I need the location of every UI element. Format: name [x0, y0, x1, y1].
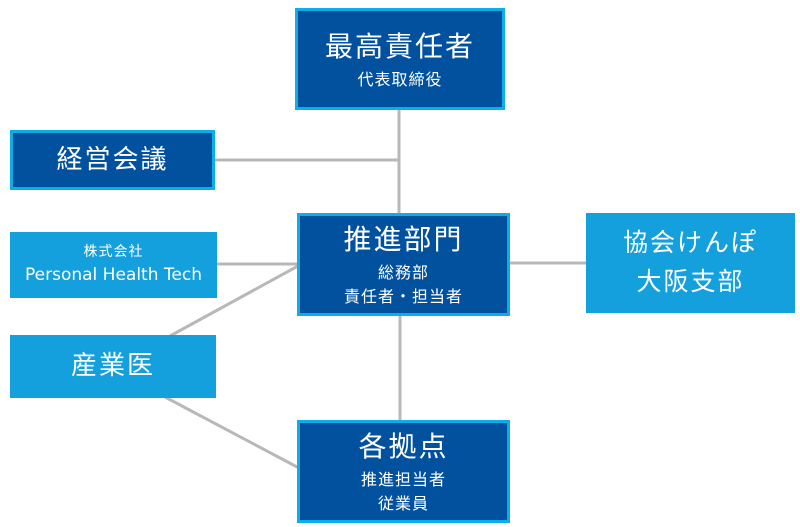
- node-management-meeting-title: 経営会議: [56, 144, 169, 175]
- node-management-meeting: 経営会議: [10, 130, 215, 190]
- node-sites-subtitle: 推進担当者: [360, 470, 446, 489]
- connector-physician-to-sites: [164, 395, 300, 470]
- connector-physician-to-promotion: [169, 264, 299, 338]
- node-promotion-dept-title: 推進部門: [343, 223, 464, 256]
- node-kyokai-kenpo-line2: 大阪支部: [636, 267, 745, 296]
- node-sites: 各拠点 推進担当者 従業員: [297, 420, 510, 523]
- node-sites-subtitle2: 従業員: [377, 494, 429, 513]
- node-company-line2: Personal Health Tech: [25, 264, 202, 285]
- node-top-manager-title: 最高責任者: [324, 29, 475, 63]
- node-promotion-dept: 推進部門 総務部 責任者・担当者: [297, 213, 510, 316]
- node-promotion-dept-subtitle: 総務部: [377, 263, 429, 282]
- node-promotion-dept-subtitle2: 責任者・担当者: [343, 287, 463, 306]
- node-sites-title: 各拠点: [358, 430, 449, 463]
- node-kyokai-kenpo-line1: 協会けんぽ: [622, 228, 758, 258]
- node-kyokai-kenpo: 協会けんぽ 大阪支部: [586, 213, 795, 313]
- node-top-manager-subtitle: 代表取締役: [357, 69, 443, 89]
- node-company: 株式会社 Personal Health Tech: [10, 232, 217, 298]
- node-occupational-physician-title: 産業医: [70, 351, 155, 382]
- node-occupational-physician: 産業医: [10, 335, 216, 398]
- node-top-manager: 最高責任者 代表取締役: [295, 8, 505, 110]
- node-company-line1: 株式会社: [83, 244, 144, 261]
